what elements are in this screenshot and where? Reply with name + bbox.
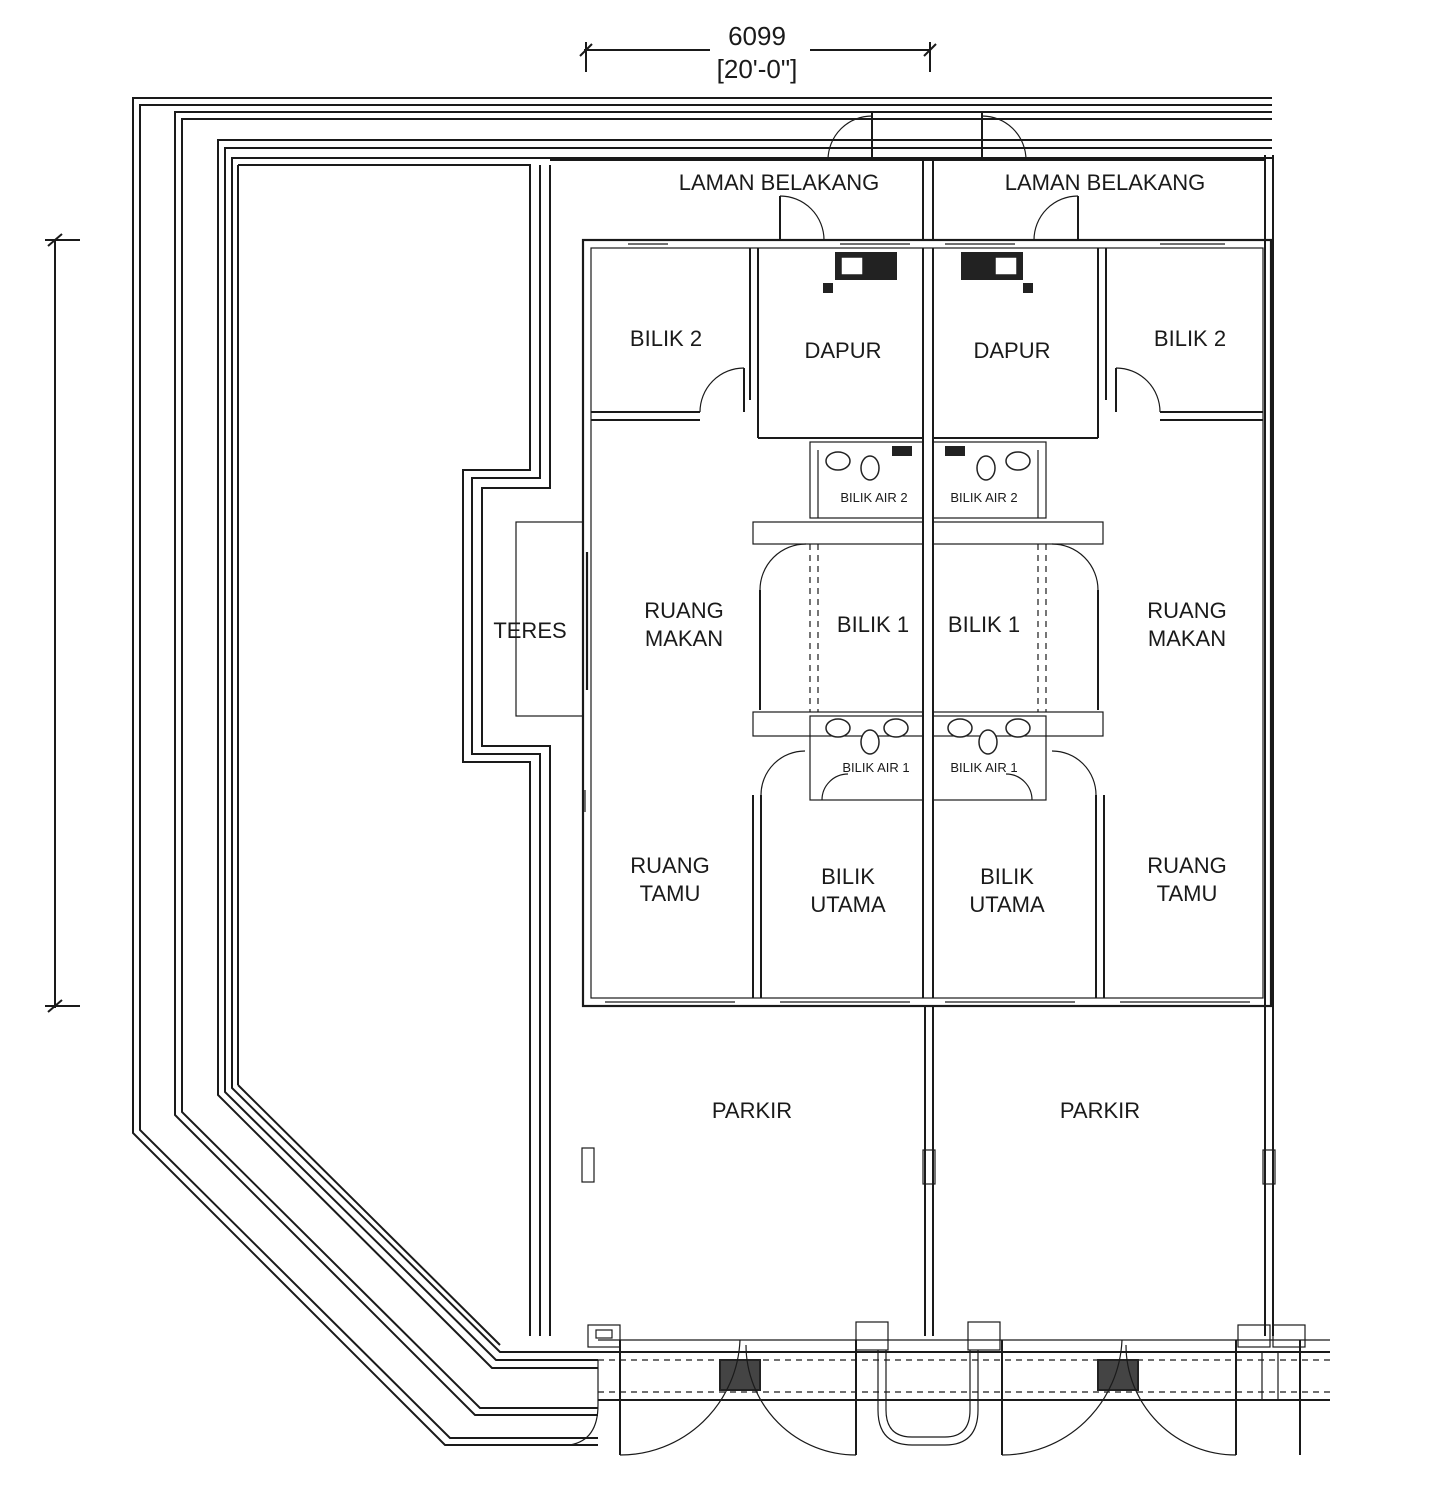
label-bilik-utama-left-1: BILIK — [821, 864, 875, 889]
bathroom-2-walls — [809, 441, 1047, 519]
label-bilik-air-2-right: BILIK AIR 2 — [950, 490, 1017, 505]
toilet-icon — [825, 446, 1031, 481]
label-ruang-tamu-left-2: TAMU — [640, 881, 701, 906]
bedroom-1-walls — [752, 521, 1104, 737]
label-parkir-left: PARKIR — [712, 1098, 792, 1123]
label-laman-belakang-right: LAMAN BELAKANG — [1005, 170, 1206, 195]
label-bilik-utama-right-1: BILIK — [980, 864, 1034, 889]
label-bilik-air-2-left: BILIK AIR 2 — [840, 490, 907, 505]
label-teres: TERES — [493, 618, 566, 643]
label-bilik-1-right: BILIK 1 — [948, 612, 1020, 637]
label-bilik-2-left: BILIK 2 — [630, 326, 702, 351]
label-ruang-tamu-left-1: RUANG — [630, 853, 709, 878]
label-ruang-makan-right-1: RUANG — [1147, 598, 1226, 623]
label-laman-belakang-left: LAMAN BELAKANG — [679, 170, 880, 195]
lot-boundary-right — [1264, 155, 1274, 1336]
label-ruang-makan-left-2: MAKAN — [645, 626, 723, 651]
master-bedroom-walls — [752, 750, 1105, 998]
kitchen-sink-right-icon — [961, 252, 1033, 293]
top-dimension: 6099 [20'-0"] — [579, 21, 937, 84]
site-boundary — [132, 97, 1272, 1446]
dimension-imperial: [20'-0"] — [717, 54, 798, 84]
label-bilik-1-left: BILIK 1 — [837, 612, 909, 637]
bathroom-1-walls — [809, 715, 1047, 801]
kitchen-sink-left-icon — [823, 252, 897, 293]
label-ruang-tamu-right-1: RUANG — [1147, 853, 1226, 878]
kitchen-walls — [591, 195, 1263, 439]
label-bilik-2-right: BILIK 2 — [1154, 326, 1226, 351]
front-fence — [569, 1321, 1330, 1456]
label-dapur-left: DAPUR — [804, 338, 881, 363]
label-dapur-right: DAPUR — [973, 338, 1050, 363]
label-bilik-air-1-left: BILIK AIR 1 — [842, 760, 909, 775]
label-bilik-utama-left-2: UTAMA — [810, 892, 886, 917]
rear-garden-wall — [550, 112, 1265, 240]
parking-area — [581, 1006, 1276, 1336]
dimension-value: 6099 — [728, 21, 786, 51]
left-dimension-line — [45, 233, 80, 1013]
label-bilik-utama-right-2: UTAMA — [969, 892, 1045, 917]
label-ruang-makan-right-2: MAKAN — [1148, 626, 1226, 651]
label-ruang-tamu-right-2: TAMU — [1157, 881, 1218, 906]
terrace — [515, 521, 589, 812]
lot-boundary-left — [237, 164, 551, 1346]
label-bilik-air-1-right: BILIK AIR 1 — [950, 760, 1017, 775]
label-parkir-right: PARKIR — [1060, 1098, 1140, 1123]
label-ruang-makan-left-1: RUANG — [644, 598, 723, 623]
